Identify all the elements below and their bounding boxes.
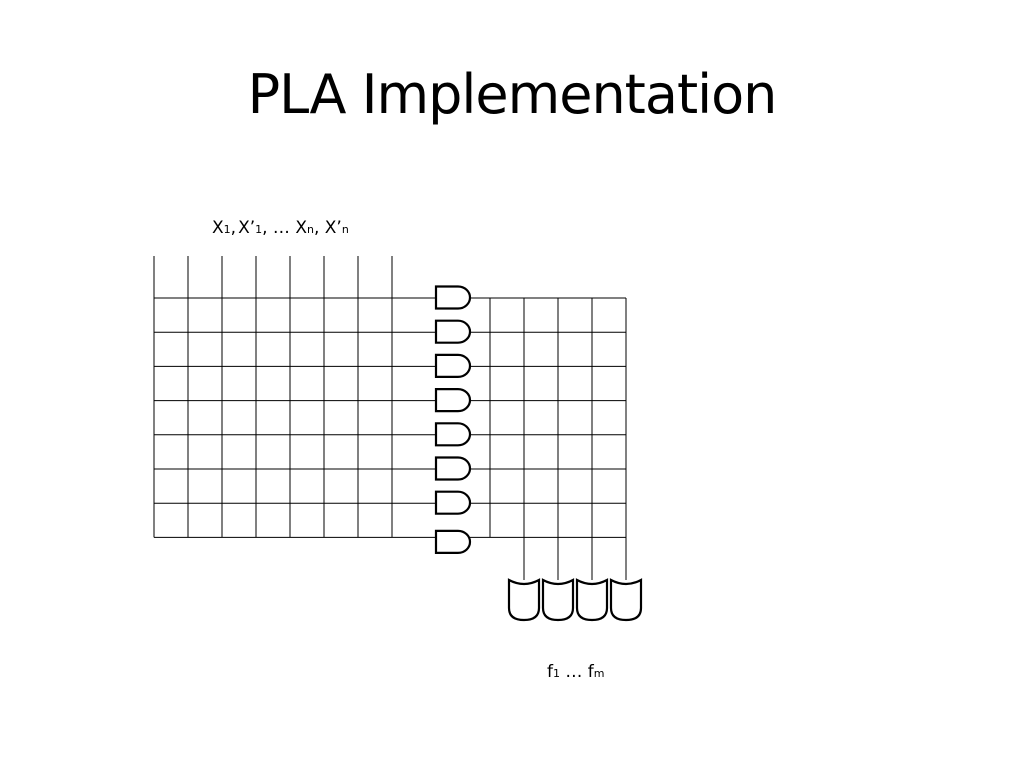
and-gate-icon — [434, 422, 472, 447]
and-gate-icon — [434, 490, 472, 515]
and-gate-icon — [434, 529, 472, 554]
and-gate-icon — [434, 456, 472, 481]
and-gates — [434, 285, 472, 554]
and-plane — [153, 256, 436, 538]
outputs-label: f1 … fm — [547, 662, 605, 682]
or-gate-icon — [541, 578, 575, 622]
and-gate-icon — [434, 388, 472, 413]
or-gate-icon — [507, 578, 541, 622]
or-plane — [470, 297, 627, 580]
and-gate-icon — [434, 285, 472, 310]
and-gate-icon — [434, 353, 472, 378]
inputs-label: X1,X’1, … Xn, X’n — [212, 218, 349, 238]
and-gate-icon — [434, 319, 472, 344]
or-gate-icon — [609, 578, 643, 622]
or-gate-icon — [575, 578, 609, 622]
or-gates — [507, 578, 643, 622]
slide-title: PLA Implementation — [247, 63, 778, 126]
